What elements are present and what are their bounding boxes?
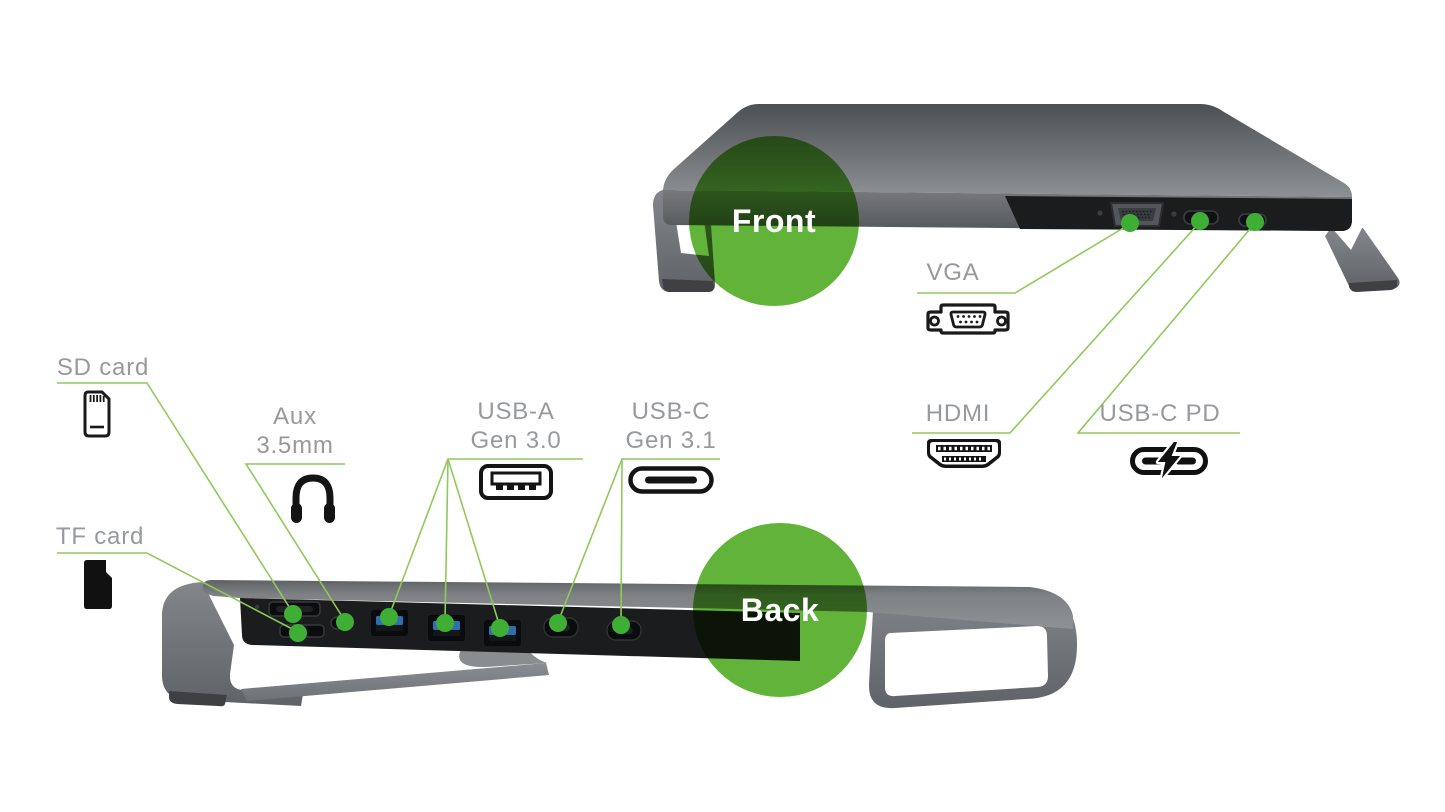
aux-label-line2: 3.5mm <box>256 432 334 459</box>
vga-icon <box>925 302 1011 336</box>
callout-lines <box>57 221 1256 633</box>
back-stand-right-leg-cutout <box>885 626 1048 697</box>
back-badge-circle <box>693 523 867 697</box>
usb-a-label: USB-A Gen 3.0 <box>456 397 576 455</box>
sd-card-icon <box>80 390 114 438</box>
sd-card-callout-line <box>57 382 294 614</box>
back-badge-label: Back <box>740 592 820 628</box>
usb-a-label-line1: USB-A <box>477 398 555 425</box>
tf-card-label: TF card <box>55 523 145 550</box>
front-badge-circle <box>689 136 859 306</box>
usb-a-callout-line-2 <box>444 458 449 623</box>
tf-card-icon <box>78 558 116 610</box>
hdmi-port-dot <box>1191 212 1209 230</box>
front-stand-right-foot <box>1349 280 1397 292</box>
aux-label: Aux 3.5mm <box>235 402 355 460</box>
usb-a-port-dot-2 <box>436 614 454 632</box>
sd-card-port-dot <box>284 605 302 623</box>
usb-c-label-line1: USB-C <box>631 398 711 425</box>
vga-label: VGA <box>926 259 980 286</box>
usb-c-pd-label: USB-C PD <box>1099 400 1221 427</box>
usb-a-port-dot-1 <box>380 608 398 626</box>
hdmi-label: HDMI <box>925 400 991 427</box>
usb-c-label: USB-C Gen 3.1 <box>611 397 731 455</box>
hdmi-callout-line <box>912 221 1201 434</box>
usb-c-pd-port-dot <box>1246 213 1264 231</box>
back-stand-left-foot <box>169 691 227 707</box>
sd-card-label: SD card <box>56 354 150 381</box>
front-stand-right-leg-cutout <box>1332 228 1362 250</box>
front-badge-label: Front <box>731 203 817 239</box>
hdmi-icon <box>925 437 1003 471</box>
usb-a-label-line2: Gen 3.0 <box>470 427 562 454</box>
usb-c-port-dot-1 <box>549 614 567 632</box>
aux-callout-line <box>244 463 346 622</box>
back-stand-bottom-rail <box>241 663 549 701</box>
tf-card-port-dot <box>289 624 307 642</box>
vga-port-dot <box>1121 214 1139 232</box>
usb-c-pd-icon <box>1130 441 1208 479</box>
front-port-panel <box>1005 196 1352 231</box>
usb-c-port-dot-2 <box>612 616 630 634</box>
aux-port-dot <box>336 613 354 631</box>
usb-a-callout-line-3 <box>447 458 501 628</box>
back-panel-screw <box>254 604 260 610</box>
back-stand-illustration <box>161 580 1078 709</box>
usb-c-pd-callout-line <box>1076 222 1256 434</box>
vga-callout-line <box>917 223 1131 294</box>
port-marker-dots <box>284 212 1264 642</box>
usb-c-icon <box>628 466 714 494</box>
usb-c-callout-line-2 <box>620 458 623 625</box>
usb-a-icon <box>479 464 553 500</box>
headphones-icon <box>289 470 337 524</box>
front-stand-right-leg <box>1325 228 1400 292</box>
tf-card-callout-line <box>57 552 299 633</box>
usb-c-label-line2: Gen 3.1 <box>625 427 717 454</box>
aux-label-line1: Aux <box>273 403 317 430</box>
usb-a-port-dot-3 <box>491 619 509 637</box>
back-stand-left-leg <box>161 582 303 706</box>
front-stand-left-foot <box>662 279 714 292</box>
